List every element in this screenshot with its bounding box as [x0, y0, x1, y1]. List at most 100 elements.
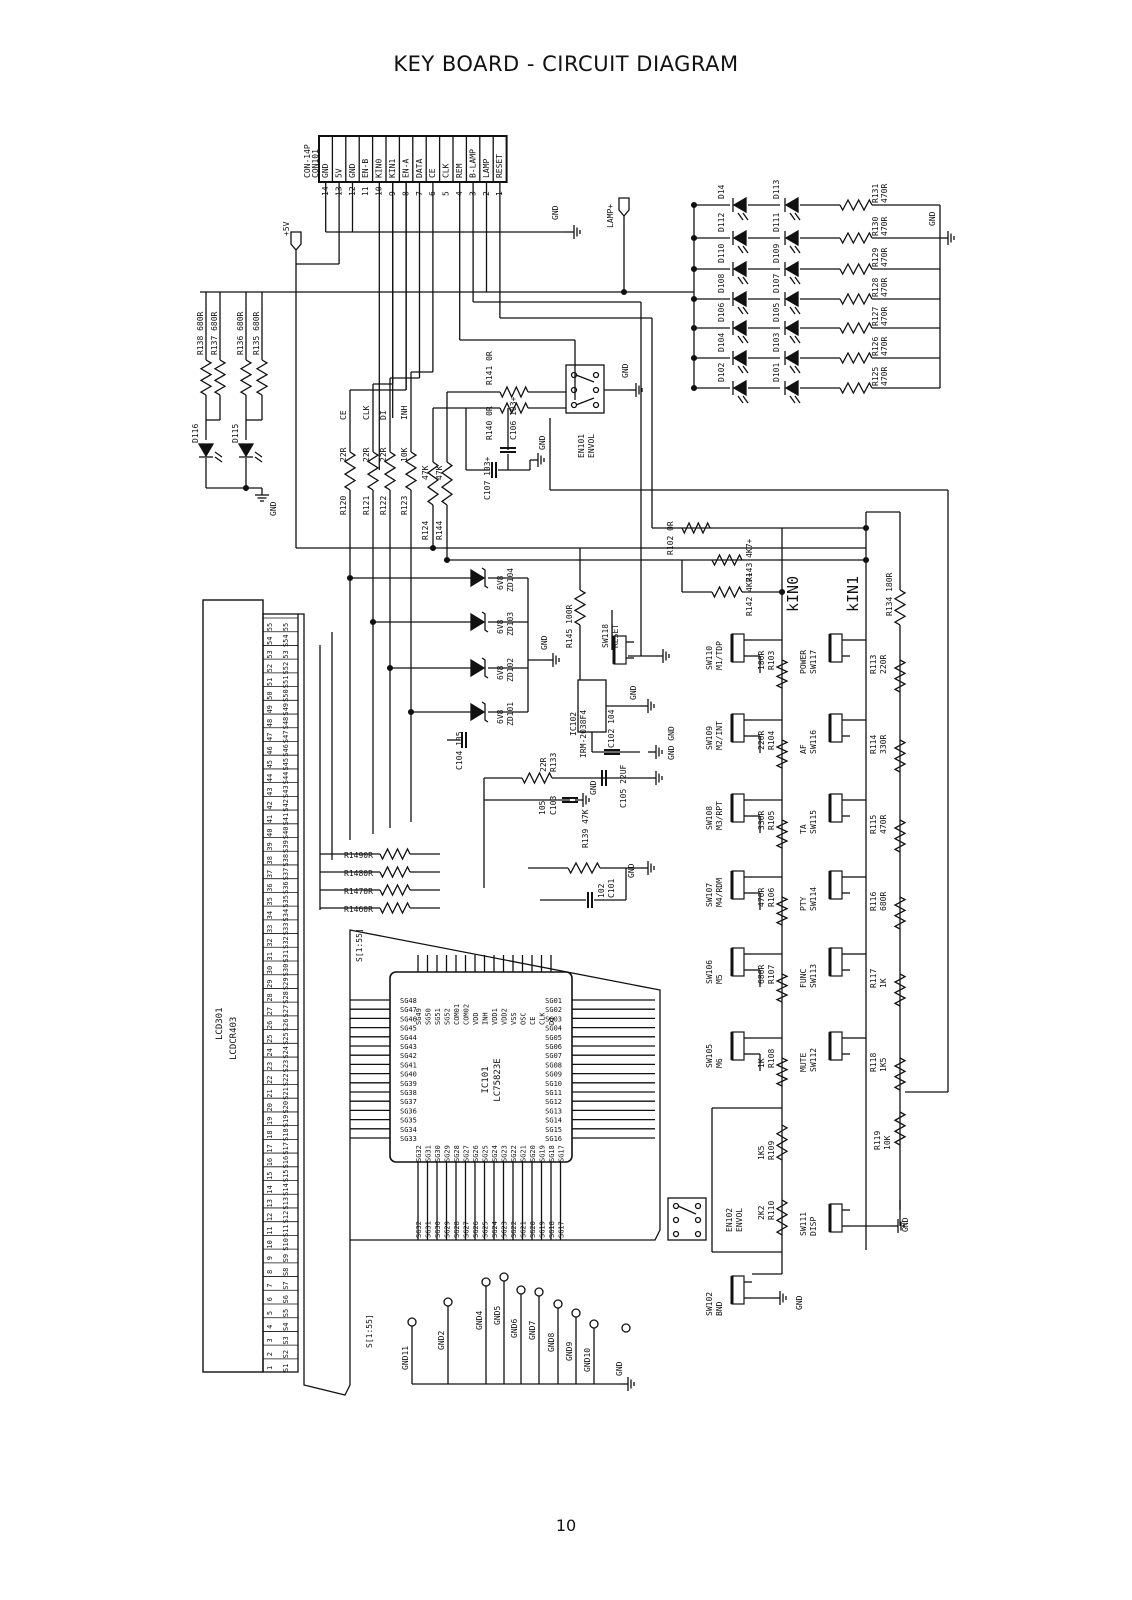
- led-label: D110: [717, 244, 726, 263]
- ic-pin-label: SG28: [453, 1221, 461, 1238]
- lcd-pin-label: S21: [282, 1087, 290, 1100]
- ic-pin-label: SG45: [400, 1025, 417, 1033]
- connector-pin-signal: EN-B: [361, 159, 370, 178]
- led-label: D111: [772, 213, 781, 232]
- ic-pin-label: CE: [529, 1017, 537, 1025]
- lcd-pin-number: 21: [266, 1089, 274, 1097]
- led-d101: [784, 379, 799, 397]
- resistor-value: 470R: [880, 337, 889, 356]
- connector-pin-signal: CLK: [442, 163, 451, 178]
- label: RESET: [611, 624, 620, 648]
- switch-sw111: [829, 1203, 843, 1233]
- ic-pin-label: SG33: [400, 1135, 417, 1143]
- ic-pin-label: SG10: [545, 1080, 562, 1088]
- zener-bar: [481, 611, 489, 633]
- ic-pin-label: SG06: [545, 1043, 562, 1051]
- resistor-value: 470R: [880, 307, 889, 326]
- label: 6V8: [496, 619, 505, 634]
- ic-pin-label: SG25: [482, 1145, 490, 1162]
- led-label: D108: [717, 274, 726, 293]
- lcd-pin-label: S8: [282, 1268, 290, 1276]
- led-label: D113: [772, 180, 781, 199]
- lcd-pin-label: S17: [282, 1142, 290, 1155]
- resistor-label: R138 680R: [196, 311, 205, 355]
- lcd-pin-number: 35: [266, 897, 274, 905]
- switch-label: SW106: [705, 960, 714, 984]
- ic102: [577, 679, 607, 733]
- lcd-pin-number: 20: [266, 1103, 274, 1111]
- lcd-pin-label: S3: [282, 1336, 290, 1344]
- resistor-r143: [711, 553, 743, 567]
- ic-pin-label: SG07: [545, 1052, 562, 1060]
- lcd-pin-number: 52: [266, 664, 274, 672]
- connector-pin-signal: GND: [348, 163, 357, 178]
- encoder-pin: [592, 386, 600, 394]
- switch-sw105: [731, 1031, 745, 1061]
- led-d106: [732, 319, 747, 337]
- led-ray: [737, 276, 744, 285]
- lcd-pin-number: 45: [266, 760, 274, 768]
- label: GND GND: [667, 726, 676, 760]
- resistor-r109: [775, 1124, 789, 1161]
- ic-pin-label: SG11: [545, 1089, 562, 1097]
- junction-dot: [690, 234, 698, 242]
- resistor-r108: [775, 1057, 789, 1087]
- switch-sw102: [731, 1275, 745, 1305]
- label: 470R: [757, 888, 766, 907]
- ic-pin-label: VSS: [510, 1012, 518, 1025]
- label: 10K: [400, 447, 409, 462]
- lcd-pin-number: 54: [266, 637, 274, 645]
- ic-pin-label: SG32: [415, 1221, 423, 1238]
- label: R139 47K: [581, 809, 590, 848]
- ic-pin-label: SG26: [472, 1145, 480, 1162]
- label: 22R: [539, 757, 548, 772]
- lcd-pin-label: S45: [282, 758, 290, 771]
- label: R103: [767, 651, 776, 670]
- lcd-pin-number: 6: [266, 1297, 274, 1301]
- ic-pin-label: SG24: [491, 1221, 499, 1238]
- label: 180R: [757, 651, 766, 670]
- ic-pin-label: SG38: [400, 1089, 417, 1097]
- lcd-pin-label: S33: [282, 923, 290, 936]
- lcd-pin-label: S14: [282, 1183, 290, 1196]
- lcd-pin-label: S24: [282, 1046, 290, 1059]
- lcd-pin-number: 27: [266, 1007, 274, 1015]
- resistor-label: R131: [871, 184, 880, 203]
- connector-pin-number: 7: [415, 191, 424, 196]
- led-d116: [197, 443, 215, 458]
- junction-dot: [778, 588, 786, 596]
- lcd-pin-number: 46: [266, 746, 274, 754]
- label: GND: [540, 635, 549, 650]
- label: 220R: [879, 655, 888, 674]
- label: R134 180R: [885, 572, 894, 616]
- label: GND: [621, 363, 630, 378]
- switch-label: SW113: [809, 964, 818, 988]
- lcd-pin-label: S25: [282, 1032, 290, 1045]
- ic-pin-label: SG15: [545, 1126, 562, 1134]
- ic-pin-label: SG18: [548, 1145, 556, 1162]
- label: C105 22UF: [619, 764, 628, 808]
- resistor-r120: [343, 451, 357, 491]
- ic-pin-label: SG21: [520, 1145, 528, 1162]
- resistor-r148: [379, 865, 411, 879]
- connector-pin-signal: REM: [455, 163, 464, 178]
- resistor-r141: [499, 385, 529, 399]
- lcd-pin-number: 50: [266, 691, 274, 699]
- junction-dot: [690, 324, 698, 332]
- label: 47K: [421, 465, 430, 480]
- switch-function: MUTE: [799, 1053, 808, 1072]
- label: 330R: [879, 735, 888, 754]
- led-ray: [794, 276, 801, 285]
- connector-pin-number: 9: [388, 191, 397, 196]
- ic-pin-label: SG41: [400, 1061, 417, 1069]
- resistor-r125: [839, 381, 873, 395]
- label: R102 0R: [666, 521, 675, 555]
- lcd-pin-label: 53: [282, 650, 290, 658]
- lcd-pin-label: S4: [282, 1323, 290, 1331]
- ic-pin-label: COM02: [463, 1004, 471, 1025]
- junction-dot: [369, 618, 377, 626]
- lcd-pin-label: S37: [282, 868, 290, 881]
- led-ray: [794, 335, 801, 344]
- connector-pin-number: 11: [361, 186, 370, 196]
- connector-ref: CON101: [311, 149, 320, 178]
